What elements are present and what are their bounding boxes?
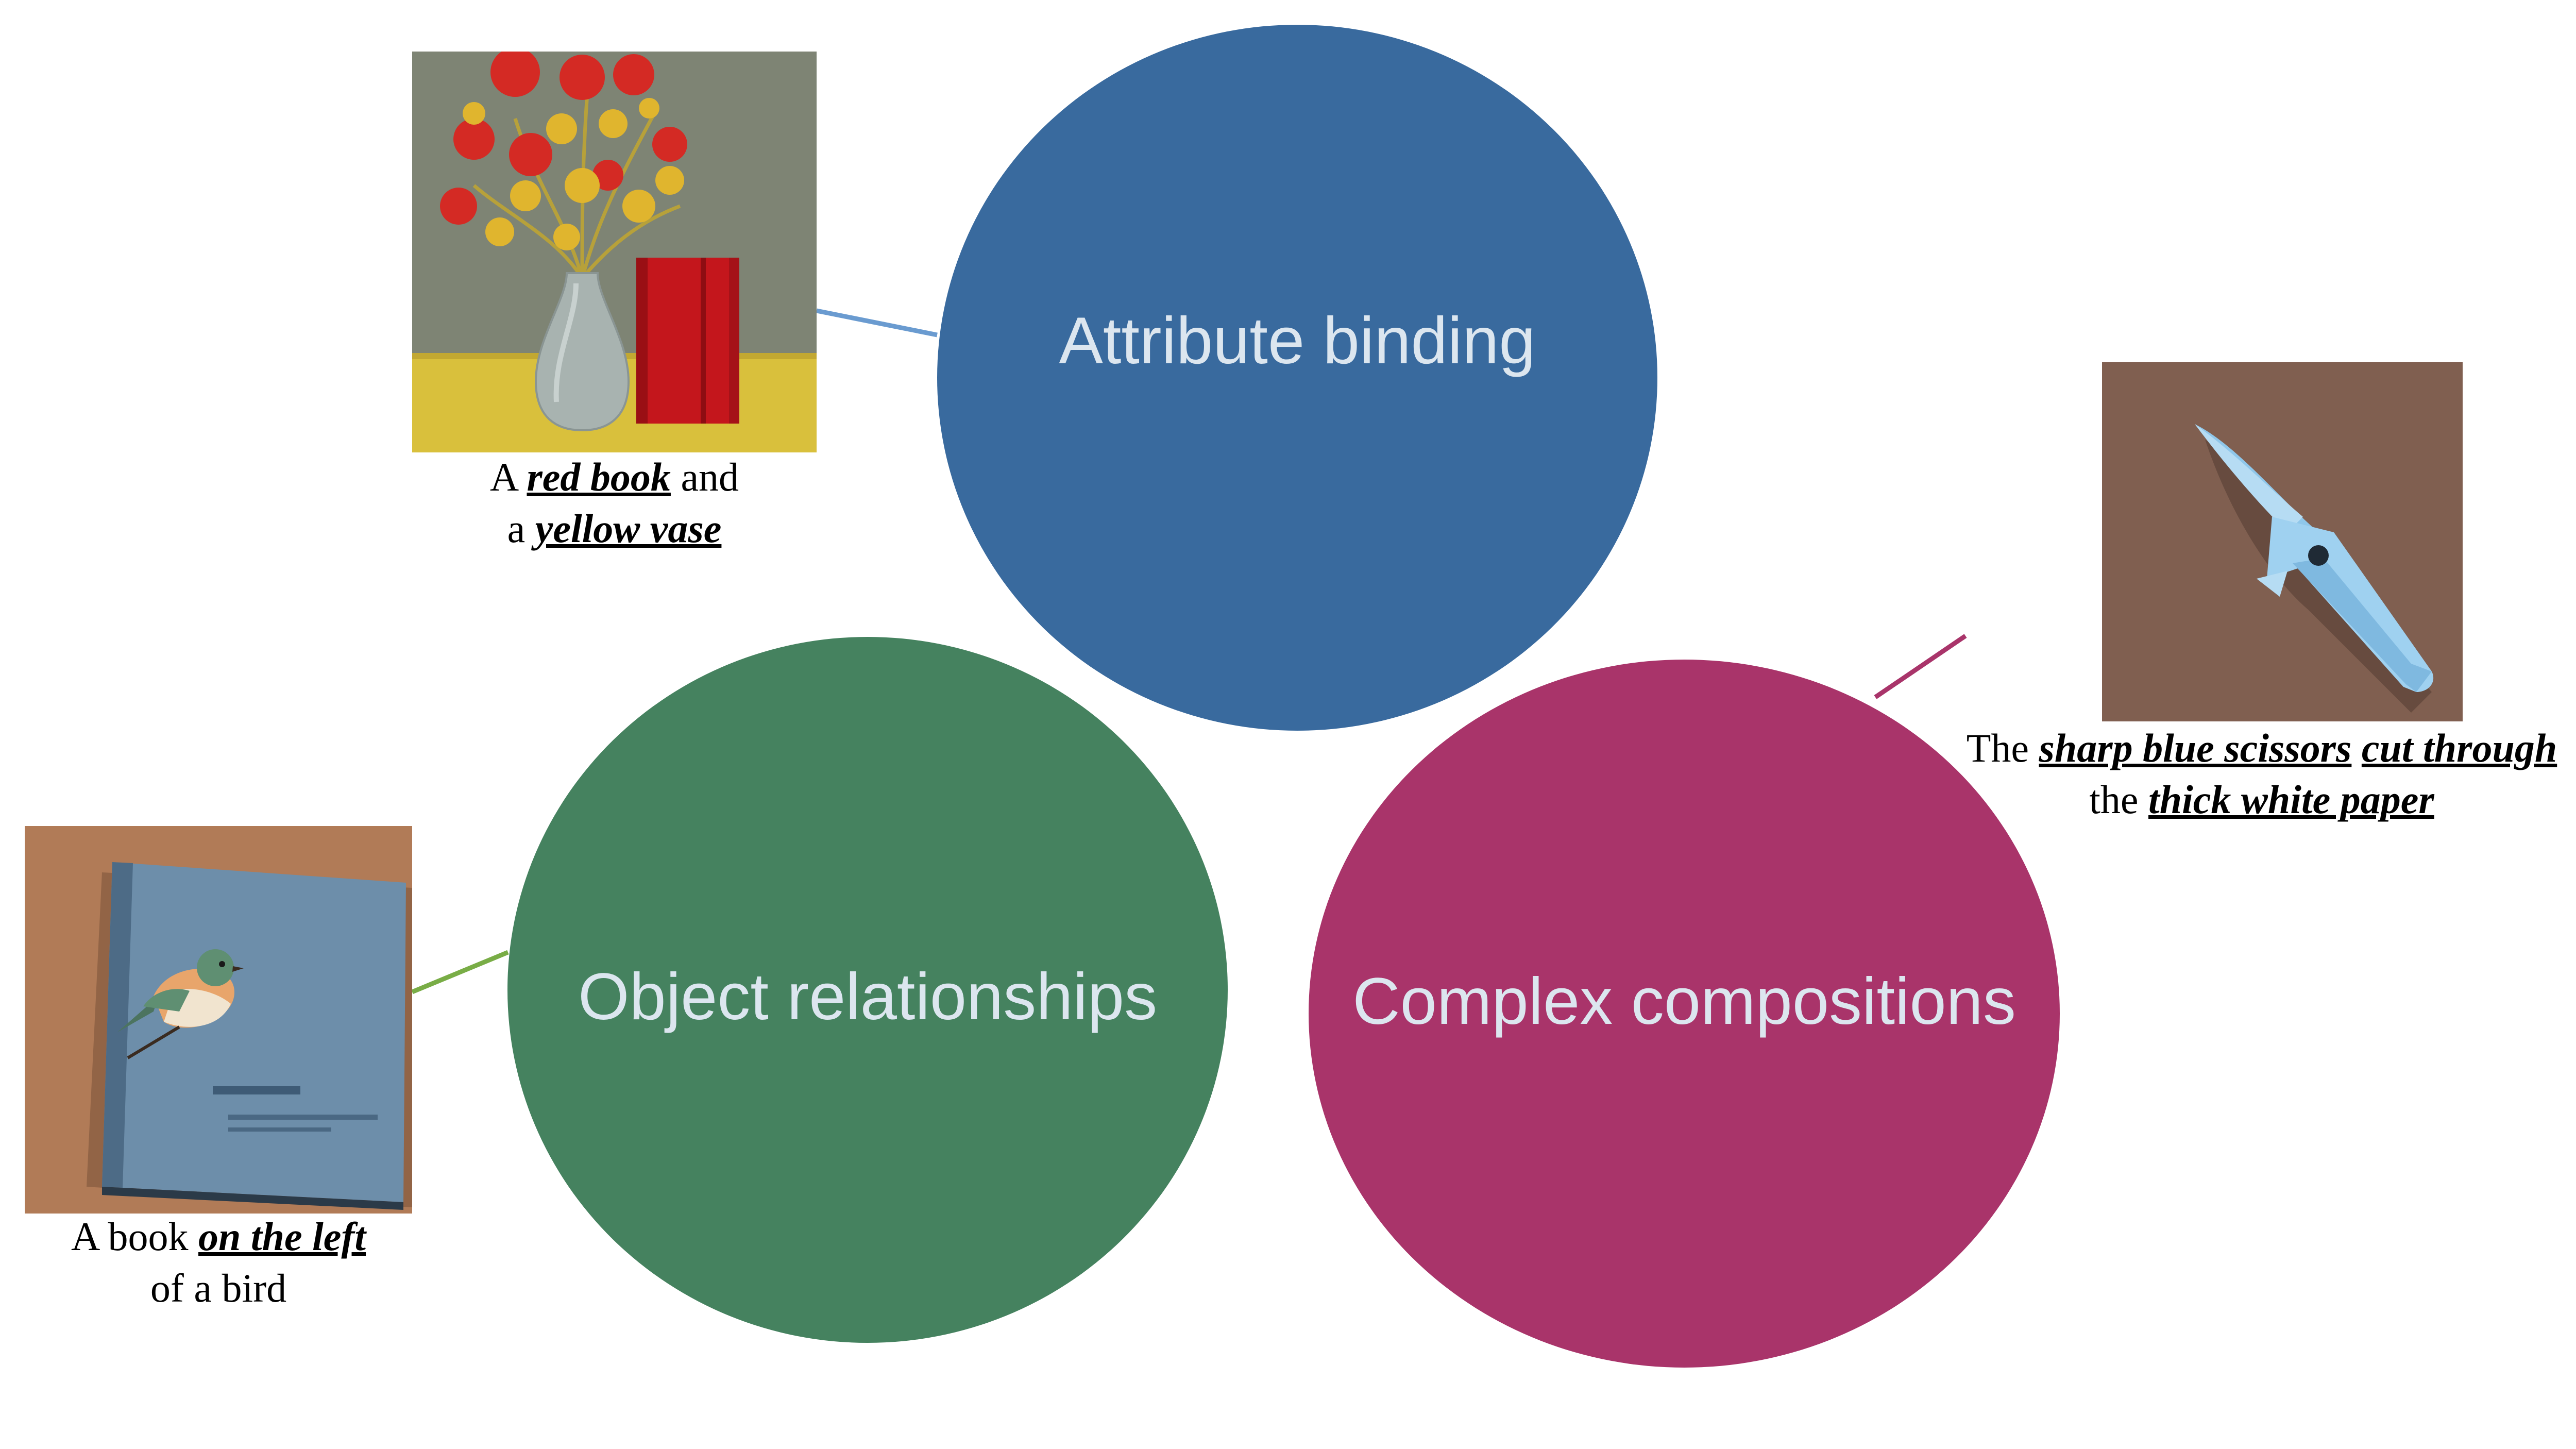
object-relationships-circle: Object relationships [507, 637, 1228, 1343]
attribute-connector-line [816, 308, 938, 338]
caption-text: of a bird [150, 1266, 287, 1310]
caption-highlight: cut through [2361, 726, 2557, 770]
bird-on-book-image [25, 826, 412, 1214]
caption-text: A [489, 454, 527, 499]
caption-highlight: thick white paper [2148, 777, 2434, 822]
caption-line: A book on the left [0, 1211, 437, 1262]
caption-highlight: yellow vase [535, 506, 722, 551]
caption-text: The [1966, 726, 2039, 770]
complex-compositions-label: Complex compositions [1352, 965, 2016, 1038]
caption-text: A book [71, 1214, 199, 1259]
attribute-binding-label: Attribute binding [1059, 304, 1536, 378]
caption-text: a [507, 506, 535, 551]
object-example-caption: A book on the left of a bird [0, 1211, 437, 1314]
object-relationships-label: Object relationships [578, 960, 1158, 1034]
caption-line: The sharp blue scissors cut through [1947, 722, 2576, 774]
caption-line: a yellow vase [412, 503, 817, 554]
object-connector-line [411, 950, 509, 995]
caption-line: of a bird [0, 1262, 437, 1314]
complex-connector-line [1874, 634, 1967, 699]
paper-scissors-image [2102, 362, 2463, 721]
caption-text: and [670, 454, 739, 499]
complex-compositions-circle: Complex compositions [1309, 660, 2060, 1368]
vase-with-flowers-and-red-book-image [412, 52, 817, 452]
attribute-example-caption: A red book and a yellow vase [412, 451, 817, 554]
complex-example-caption: The sharp blue scissors cut through the … [1947, 722, 2576, 825]
caption-line: the thick white paper [1947, 774, 2576, 825]
caption-highlight: red book [527, 454, 671, 499]
caption-highlight: on the left [198, 1214, 366, 1259]
caption-line: A red book and [412, 451, 817, 503]
caption-highlight: sharp blue scissors [2039, 726, 2352, 770]
caption-text: the [2089, 777, 2149, 822]
attribute-binding-circle: Attribute binding [937, 25, 1657, 731]
caption-text [2351, 726, 2362, 770]
